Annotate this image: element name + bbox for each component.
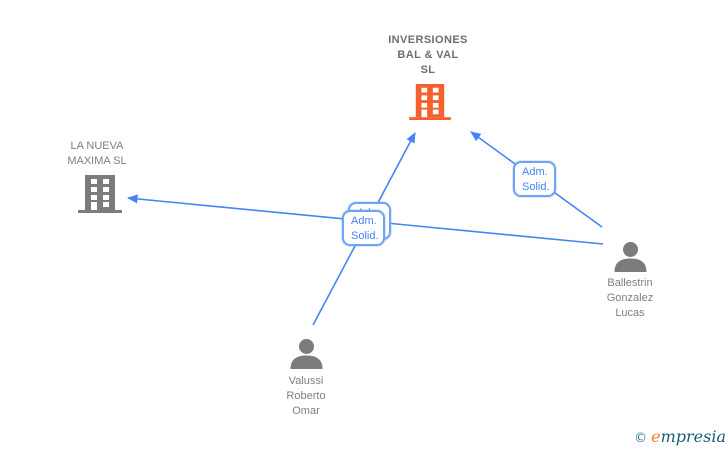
edge-label-adm-solid-ballestrin-inversiones: Adm. Solid. xyxy=(513,161,556,197)
node-label-valussi-roberto-omar[interactable]: Valussi Roberto Omar xyxy=(286,375,326,417)
node-label-la-nueva-maxima-sl[interactable]: LA NUEVA MAXIMA SL xyxy=(67,140,127,167)
empresia-brand-text: empresia xyxy=(651,427,726,446)
building-icon-inversiones[interactable] xyxy=(408,84,452,120)
brand-rest: mpresia xyxy=(660,427,726,446)
building-icon-la-nueva-maxima[interactable] xyxy=(78,175,122,213)
person-icon-ballestrin[interactable] xyxy=(612,242,649,272)
person-icon-valussi[interactable] xyxy=(288,339,325,369)
brand-initial: e xyxy=(651,427,661,446)
empresia-logo[interactable]: © empresia xyxy=(634,427,726,446)
node-label-ballestrin-gonzalez-lucas[interactable]: Ballestrin Gonzalez Lucas xyxy=(606,277,654,319)
copyright-icon: © xyxy=(634,431,648,446)
node-label-inversiones-bal-val-sl[interactable]: INVERSIONES BAL & VAL SL xyxy=(388,34,468,76)
edge-label-adm-solid-ballestrin-lanueva: Adm. Solid. xyxy=(342,210,385,246)
